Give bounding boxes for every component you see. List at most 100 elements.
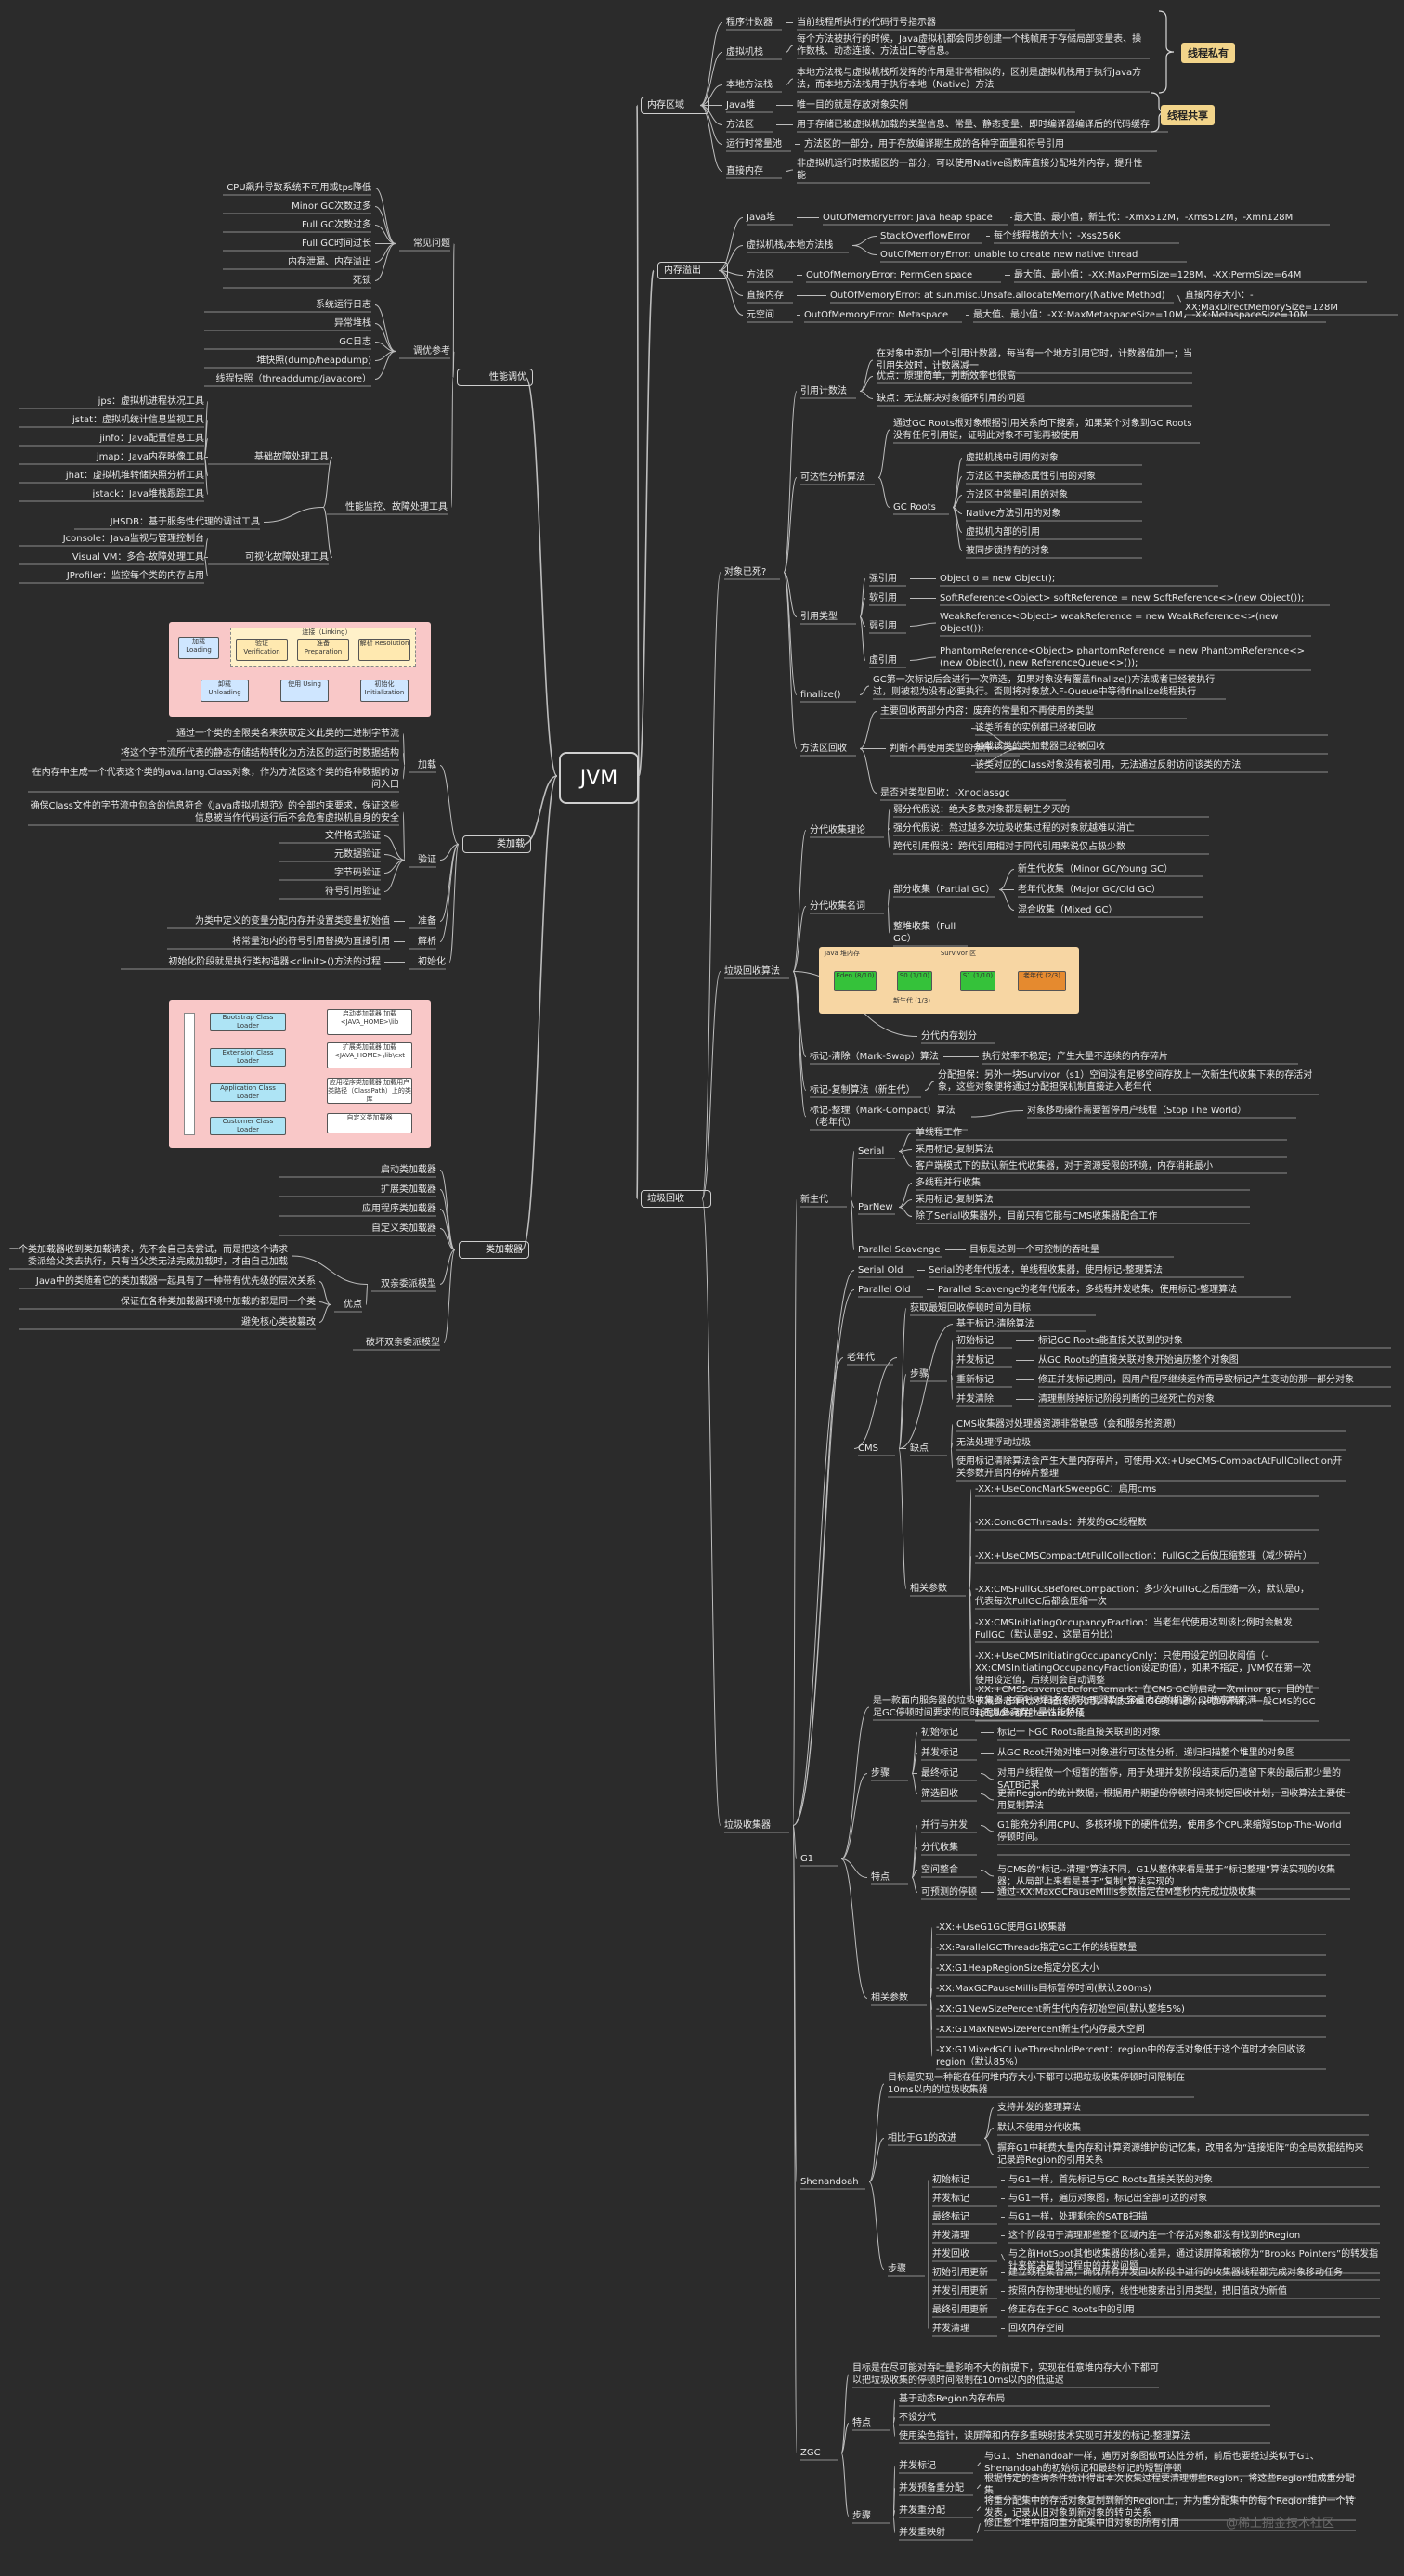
vm-stack-node[interactable]: 虚拟机栈	[726, 47, 763, 58]
gcroots-node[interactable]: GC Roots	[893, 502, 936, 512]
g1-param-item[interactable]: -XX:ParallelGCThreads指定GC工作的线程数量	[936, 1943, 1138, 1953]
g1-step-desc[interactable]: 对用户线程做一个短暂的暂停，用于处理并发阶段结束后仍遗留下来的最后那少量的SAT…	[997, 1768, 1341, 1791]
gcroots-item[interactable]: 方法区中常量引用的对象	[966, 490, 1068, 500]
mark-compact-node[interactable]: 标记-整理（Mark-Compact）算法（老年代）	[810, 1106, 956, 1128]
problem-item[interactable]: 内存泄漏、内存溢出	[288, 257, 371, 267]
g1-feature-desc[interactable]: G1能充分利用CPU、多核环境下的硬件优势，使用多个CPU来缩短Stop-The…	[997, 1820, 1342, 1843]
reachability-node[interactable]: 可达性分析算法	[800, 472, 865, 483]
gen-name-node[interactable]: 分代收集名词	[810, 901, 865, 912]
cms-step[interactable]: 重新标记	[956, 1375, 994, 1385]
cms-node[interactable]: CMS	[858, 1443, 878, 1454]
partial-gc-item[interactable]: 老年代收集（Major GC/Old GC）	[1018, 885, 1161, 895]
refcount-item[interactable]: 缺点：无法解决对象循环引用的问题	[877, 394, 1025, 404]
shenandoah-step[interactable]: 最终标记	[932, 2212, 969, 2222]
constant-pool-desc[interactable]: 方法区的一部分，用于存放编译期生成的各种字面量和符号引用	[804, 139, 1064, 149]
g1-step-desc[interactable]: 标记一下GC Roots能直接关联到的对象	[997, 1728, 1161, 1738]
resolve-desc[interactable]: 将常量池内的符号引用替换为直接引用	[232, 937, 390, 947]
g1-feature-desc[interactable]: 与CMS的“标记--清理”算法不同，G1从整体来看是基于“标记整理”算法实现的收…	[997, 1865, 1336, 1887]
oom-meta-param[interactable]: 最大值、最小值：-XX:MaxMetaspaceSize=10M，-XX:Met…	[973, 310, 1308, 320]
refcount-item[interactable]: 优点：原理简单，判断效率也很高	[877, 371, 1016, 382]
cms-param-item[interactable]: -XX:+CMSScavengeBeforeRemark：在CMS GC前启动一…	[975, 1685, 1316, 1719]
class-unused-item[interactable]: 该类所有的实例都已经被回收	[975, 723, 1096, 733]
basic-tool-item[interactable]: jmap：Java内存映像工具	[96, 452, 204, 462]
loader-item[interactable]: 自定义类加载器	[371, 1223, 436, 1234]
init-node[interactable]: 初始化	[418, 957, 446, 967]
full-gc-node[interactable]: 整堆收集（Full GC）	[893, 922, 956, 944]
loader-item[interactable]: 启动类加载器	[381, 1165, 436, 1175]
gcroots-item[interactable]: 虚拟机栈中引用的对象	[966, 453, 1059, 463]
load-item[interactable]: 在内存中生成一个代表这个类的java.lang.Class对象，作为方法区这个类…	[32, 768, 399, 790]
class-unused-item[interactable]: 该类对应的Class对象没有被引用，无法通过反射访问该类的方法	[975, 760, 1242, 770]
verify-check-item[interactable]: 字节码验证	[334, 868, 381, 878]
cms-goal[interactable]: 获取最短回收停顿时间为目标	[910, 1303, 1031, 1314]
oom-direct-node[interactable]: 直接内存	[747, 291, 784, 301]
strong-ref-node[interactable]: 强引用	[869, 574, 897, 584]
jhsdb-node[interactable]: JHSDB：基于服务性代理的调试工具	[110, 517, 260, 527]
direct-memory-desc[interactable]: 非虚拟机运行时数据区的一部分，可以使用Native函数库直接分配堆外内存，提升性…	[797, 159, 1143, 181]
verify-node[interactable]: 验证	[418, 855, 436, 865]
ref-item[interactable]: 系统运行日志	[316, 300, 371, 310]
shenandoah-vs-item[interactable]: 摒弃G1中耗费大量内存和计算资源维护的记忆集，改用名为“连接矩阵”的全局数据结构…	[997, 2143, 1364, 2166]
cms-steps-node[interactable]: 步骤	[910, 1369, 929, 1379]
parent-model-node[interactable]: 双亲委派模型	[381, 1279, 436, 1289]
oom-direct-param[interactable]: 直接内存大小：-XX:MaxDirectMemorySize=128M	[1185, 291, 1338, 313]
class-unused-node[interactable]: 判断不再使用类型的条件	[890, 744, 992, 754]
g1-param-item[interactable]: -XX:MaxGCPauseMillis目标暂停时间(默认200ms)	[936, 1984, 1151, 1994]
visual-tool-item[interactable]: Visual VM：多合-故障处理工具	[72, 552, 204, 563]
shenandoah-desc[interactable]: 目标是实现一种能在任何堆内存大小下都可以把垃圾收集停顿时间限制在10ms以内的垃…	[888, 2073, 1185, 2095]
g1-step[interactable]: 最终标记	[921, 1768, 958, 1779]
advantage-item[interactable]: Java中的类随着它的类加载器一起具有了一种带有优先级的层次关系	[35, 1276, 316, 1287]
shenandoah-step-desc[interactable]: 这个阶段用于清理那些整个区域内连一个存活对象都没有找到的Region	[1008, 2231, 1301, 2241]
cms-step-desc[interactable]: 修正并发标记期间，因用户程序继续运作而导致标记产生变动的那一部分对象	[1038, 1375, 1354, 1385]
tools-node[interactable]: 性能监控、故障处理工具	[345, 502, 448, 512]
gcroots-item[interactable]: 方法区中类静态属性引用的对象	[966, 472, 1096, 482]
cms-param-item[interactable]: -XX:+UseCMSInitiatingOccupancyOnly：只使用设定…	[975, 1651, 1312, 1686]
classload-branch[interactable]: 类加载	[462, 835, 531, 853]
cms-step[interactable]: 并发清除	[956, 1394, 994, 1405]
zgc-step-desc[interactable]: 根据特定的查询条件统计得出本次收集过程要清理哪些Region，将这些Region…	[984, 2474, 1355, 2496]
phantom-ref-node[interactable]: 虚引用	[869, 655, 897, 666]
ref-item[interactable]: GC日志	[339, 337, 371, 347]
refs-node[interactable]: 调优参考	[413, 346, 450, 356]
cms-cons-item[interactable]: 使用标记清除算法会产生大量内存碎片，可使用-XX:+UseCMS-Compact…	[956, 1456, 1343, 1479]
oom-method-error[interactable]: OutOfMemoryError: PermGen space	[806, 270, 973, 280]
zgc-step[interactable]: 并发重映射	[899, 2528, 945, 2538]
shenandoah-step[interactable]: 并发清理	[932, 2231, 969, 2241]
oom-heap-node[interactable]: Java堆	[747, 213, 776, 223]
g1-step-desc[interactable]: 从GC Root开始对堆中对象进行可达性分析，递归扫描整个堆里的对象图	[997, 1748, 1295, 1758]
load-item[interactable]: 通过一个类的全限类名来获取定义此类的二进制字节流	[176, 729, 399, 739]
resolve-node[interactable]: 解析	[418, 937, 436, 947]
verify-check-item[interactable]: 符号引用验证	[325, 887, 381, 897]
heap-desc[interactable]: 唯一目的就是存放对象实例	[797, 100, 908, 110]
g1-feature[interactable]: 并行与并发	[921, 1820, 968, 1831]
cms-cons-item[interactable]: 无法处理浮动垃圾	[956, 1438, 1031, 1448]
shenandoah-step[interactable]: 最终引用更新	[932, 2305, 988, 2315]
parent-model-desc[interactable]: 一个类加载器收到类加载请求，先不会自己去尝试，而是把这个请求委派给父类去执行，只…	[9, 1245, 288, 1267]
advantage-node[interactable]: 优点	[344, 1300, 362, 1310]
verify-check-item[interactable]: 元数据验证	[334, 849, 381, 860]
shenandoah-step-desc[interactable]: 与G1一样，遍历对象图，标记出全部可达的对象	[1008, 2194, 1208, 2204]
problem-item[interactable]: Full GC次数过多	[301, 220, 371, 230]
shenandoah-step[interactable]: 并发回收	[932, 2249, 969, 2259]
tuning-branch[interactable]: 性能调优	[457, 369, 533, 386]
zgc-step-desc[interactable]: 与G1、Shenandoah一样，遍历对象图做可达性分析，前后也要经过类似于G1…	[984, 2452, 1320, 2474]
shenandoah-step-desc[interactable]: 与G1一样，处理剩余的SATB扫描	[1008, 2212, 1148, 2222]
gen-theory-item[interactable]: 强分代假说：熬过越多次垃圾收集过程的对象就越难以消亡	[893, 823, 1135, 834]
zgc-step[interactable]: 并发标记	[899, 2461, 936, 2471]
g1-param-item[interactable]: -XX:G1MaxNewSizePercent新生代内存最大空间	[936, 2025, 1145, 2035]
basic-tools-node[interactable]: 基础故障处理工具	[254, 452, 329, 462]
break-model-node[interactable]: 破坏双亲委派模型	[366, 1338, 440, 1348]
zgc-desc[interactable]: 目标是在尽可能对吞吐量影响不大的前提下，实现在任意堆内存大小下都可以把垃圾收集的…	[852, 2363, 1159, 2386]
ref-item[interactable]: 堆快照(dump/heapdump)	[256, 356, 371, 366]
gcroots-item[interactable]: Native方法引用的对象	[966, 509, 1061, 519]
class-unused-item[interactable]: 加载该类的类加载器已经被回收	[975, 742, 1105, 752]
g1-feature[interactable]: 可预测的停顿	[921, 1887, 977, 1897]
cms-cons-item[interactable]: CMS收集器对处理器资源非常敏感（会和服务抢资源）	[956, 1419, 1181, 1430]
mark-sweep-desc[interactable]: 执行效率不稳定；产生大量不连续的内存碎片	[982, 1052, 1168, 1062]
parallel-scavenge-node[interactable]: Parallel Scavenge	[858, 1245, 941, 1255]
g1-feature[interactable]: 分代收集	[921, 1843, 958, 1853]
cms-algo[interactable]: 基于标记-清除算法	[956, 1319, 1034, 1329]
gcroots-item[interactable]: 被同步锁持有的对象	[966, 546, 1049, 556]
oom-heap-param[interactable]: 最大值、最小值，新生代：-Xmx512M，-Xms512M，-Xmn128M	[1014, 213, 1294, 223]
parnew-item[interactable]: 多线程并行收集	[916, 1178, 981, 1188]
